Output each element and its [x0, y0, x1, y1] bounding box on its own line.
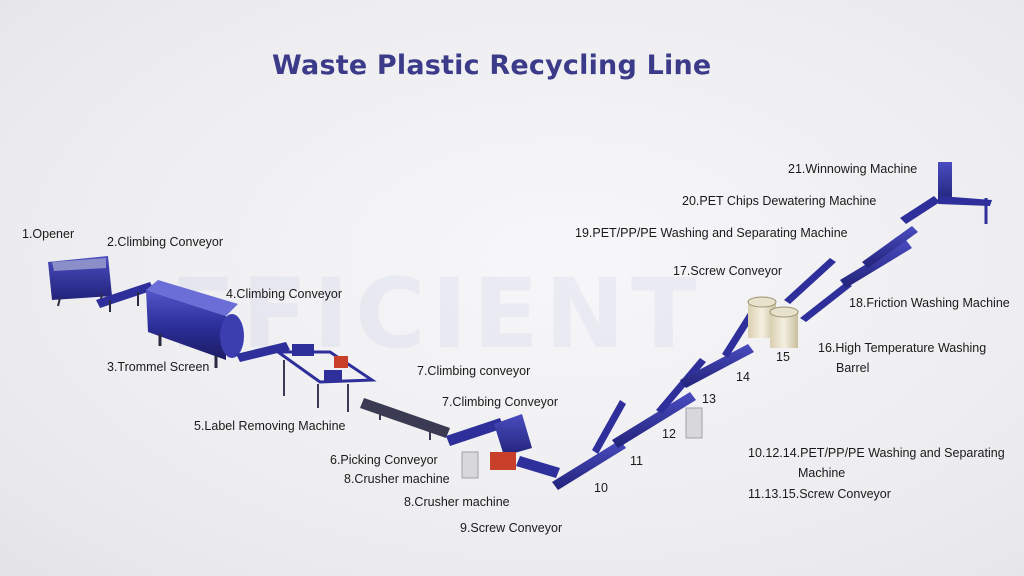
- diagram-title: Waste Plastic Recycling Line: [272, 50, 712, 81]
- label-barrel: Barrel: [836, 361, 870, 375]
- label-trommel-screen: 3.Trommel Screen: [107, 360, 210, 374]
- washing-section-lower: [552, 300, 762, 490]
- high-temperature-washing-barrels: [747, 296, 799, 348]
- legend-machine: Machine: [798, 466, 846, 480]
- legend-screw-conveyor: 11.13.15.Screw Conveyor: [748, 487, 891, 501]
- label-climbing-conveyor-7a: 7.Climbing conveyor: [417, 364, 531, 378]
- label-dewatering-machine: 20.PET Chips Dewatering Machine: [682, 194, 877, 208]
- label-10: 10: [594, 481, 608, 495]
- label-15: 15: [776, 350, 790, 364]
- label-screw-conveyor-17: 17.Screw Conveyor: [673, 264, 783, 278]
- label-climbing-conveyor-2: 2.Climbing Conveyor: [107, 235, 224, 249]
- dewatering-winnowing: [900, 162, 992, 224]
- label-climbing-conveyor-4: 4.Climbing Conveyor: [226, 287, 343, 301]
- label-label-removing-machine: 5.Label Removing Machine: [194, 419, 346, 433]
- label-12: 12: [662, 427, 676, 441]
- label-14: 14: [736, 370, 750, 384]
- label-friction-washing-machine: 18.Friction Washing Machine: [849, 296, 1010, 310]
- washing-section-upper: [784, 226, 918, 322]
- label-high-temperature-washing: 16.High Temperature Washing: [818, 341, 987, 355]
- trommel-screen: [146, 280, 244, 368]
- label-opener: 1.Opener: [22, 227, 75, 241]
- label-picking-conveyor: 6.Picking Conveyor: [330, 453, 438, 467]
- climbing-conveyor-2: [96, 282, 154, 312]
- label-winnowing-machine: 21.Winnowing Machine: [788, 162, 918, 176]
- crusher-section: [446, 414, 560, 479]
- label-crusher-machine-a: 8.Crusher machine: [344, 472, 450, 486]
- label-13: 13: [702, 392, 716, 406]
- label-climbing-conveyor-7b: 7.Climbing Conveyor: [442, 395, 559, 409]
- label-screw-conveyor-9: 9.Screw Conveyor: [460, 521, 563, 535]
- label-crusher-machine-b: 8.Crusher machine: [404, 495, 510, 509]
- label-11: 11: [630, 454, 643, 468]
- picking-conveyor: [360, 398, 450, 440]
- climbing-conveyor-4: [236, 342, 290, 362]
- label-washing-separating-19: 19.PET/PP/PE Washing and Separating Mach…: [575, 226, 848, 240]
- label-removing-machine: [273, 344, 377, 412]
- legend-washing-separating: 10.12.14.PET/PP/PE Washing and Separatin…: [748, 446, 1005, 460]
